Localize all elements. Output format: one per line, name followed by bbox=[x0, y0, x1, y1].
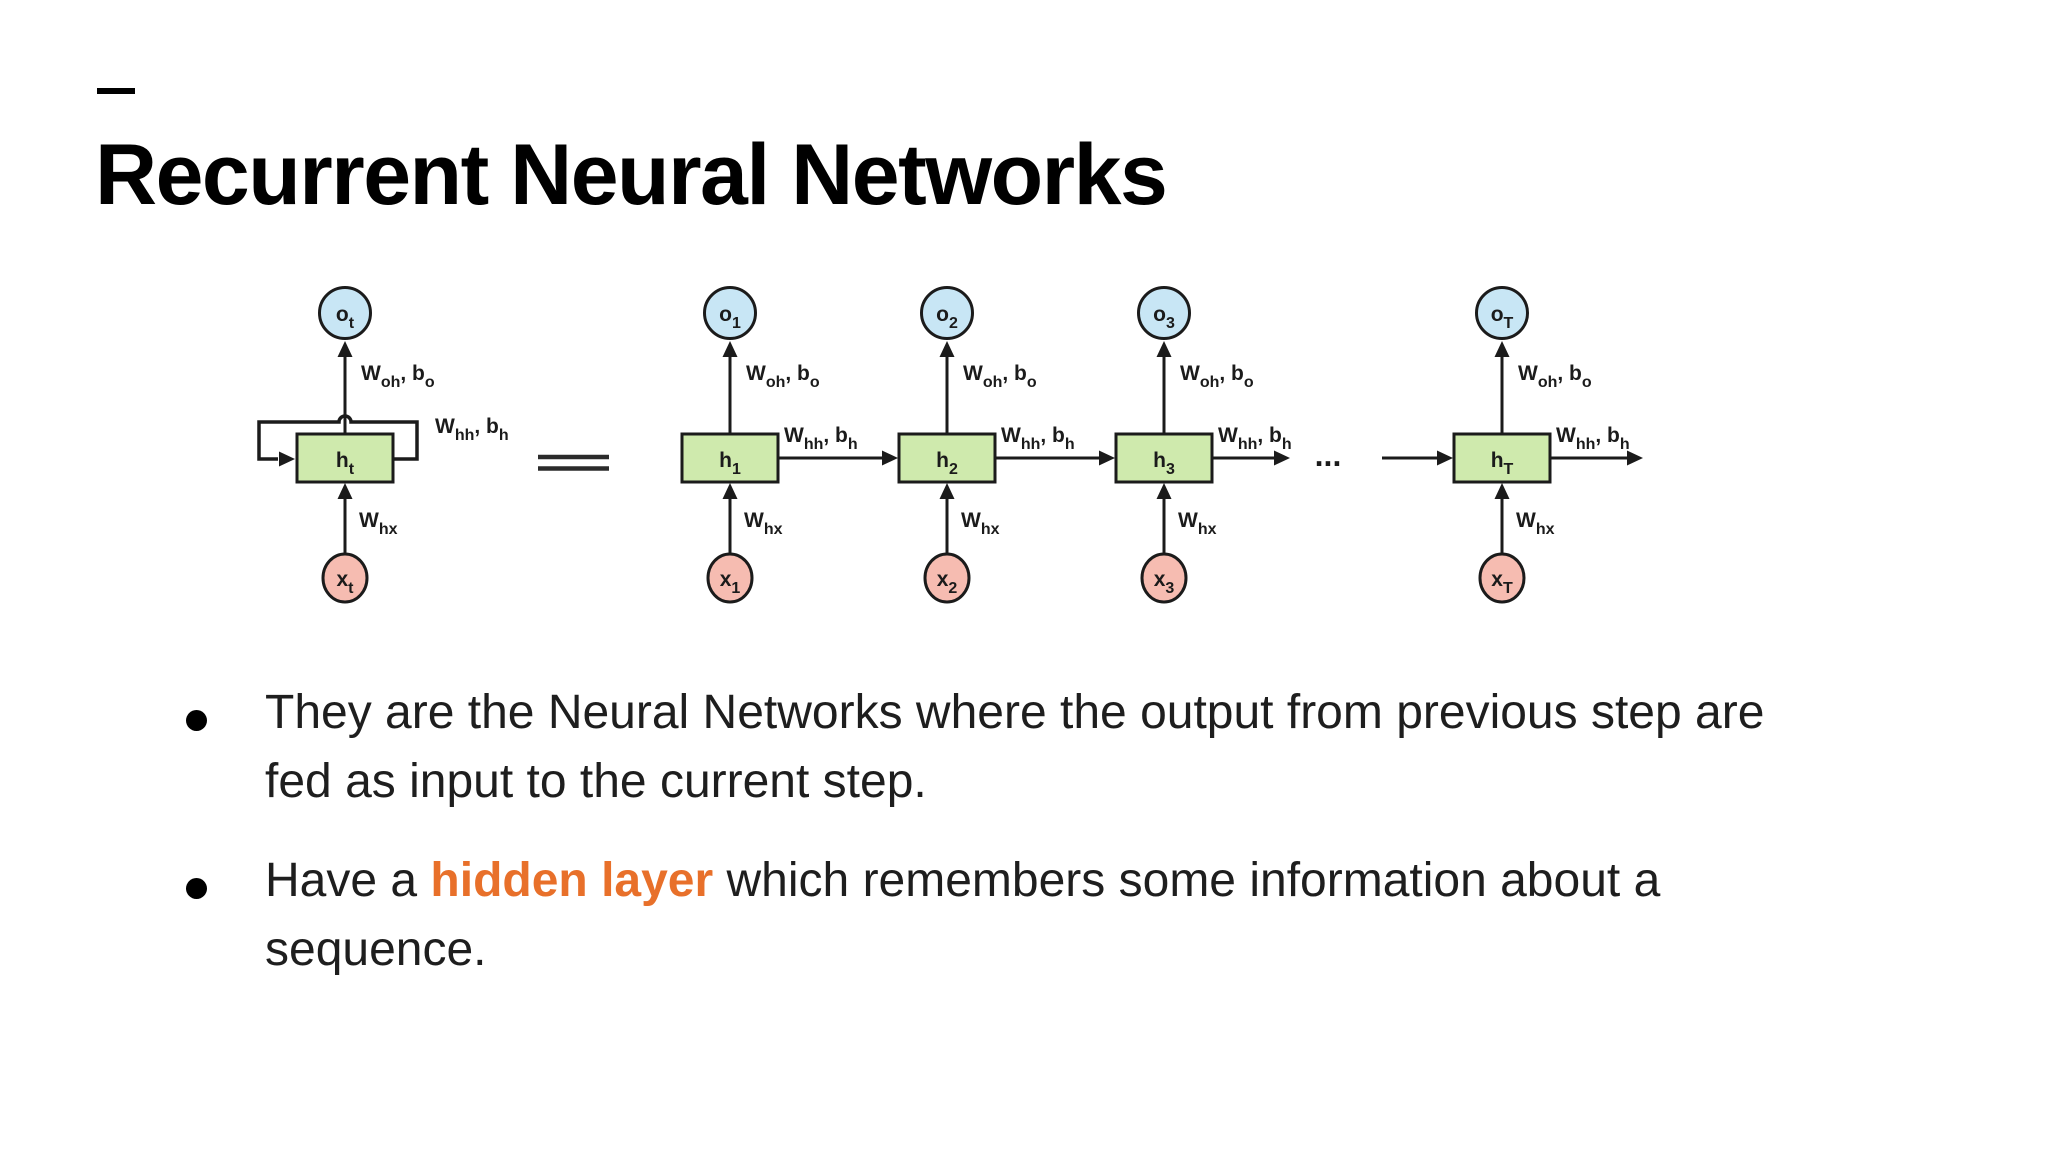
hidden-state-arrow bbox=[778, 450, 898, 466]
input-weights-label: Whx bbox=[961, 509, 1000, 538]
rnn-cell: Woh, bo oT Whh, bh hT Whx xT bbox=[1452, 286, 1630, 604]
output-node bbox=[1137, 286, 1191, 340]
hidden-node-label: h1 bbox=[719, 449, 741, 478]
hidden-node-label: ht bbox=[336, 449, 355, 478]
hidden-node-label: h2 bbox=[936, 449, 958, 478]
output-weights-label: Woh, bo bbox=[1180, 362, 1254, 391]
hidden-to-output-arrow bbox=[939, 341, 955, 434]
bullet-text: They are the Neural Networks where the o… bbox=[265, 678, 1805, 816]
input-node-label: x2 bbox=[937, 568, 958, 597]
output-weights-label: Woh, bo bbox=[361, 362, 435, 391]
output-node-label: oT bbox=[1491, 303, 1514, 332]
output-node bbox=[920, 286, 974, 340]
equals-sign bbox=[538, 454, 609, 471]
input-node-label: x1 bbox=[720, 568, 741, 597]
hidden-state-arrow bbox=[995, 450, 1115, 466]
output-node bbox=[318, 286, 372, 340]
list-item: They are the Neural Networks where the o… bbox=[186, 678, 1826, 816]
hidden-to-output-arrow bbox=[1494, 341, 1510, 434]
input-to-hidden-arrow bbox=[939, 483, 955, 555]
input-to-hidden-arrow bbox=[1494, 483, 1510, 555]
hidden-to-output-arrow bbox=[337, 341, 353, 434]
output-node-label: ot bbox=[336, 303, 355, 332]
output-node bbox=[703, 286, 757, 340]
recurrent-loop-arrowhead bbox=[279, 451, 295, 467]
input-to-hidden-arrow bbox=[722, 483, 738, 555]
output-weights-label: Woh, bo bbox=[963, 362, 1037, 391]
output-weights-label: Woh, bo bbox=[1518, 362, 1592, 391]
output-node-label: o3 bbox=[1153, 303, 1175, 332]
title-accent-dash bbox=[97, 88, 135, 94]
input-node-label: xt bbox=[336, 568, 354, 597]
highlight-text: hidden layer bbox=[430, 854, 714, 907]
input-weights-label: Whx bbox=[1178, 509, 1217, 538]
hidden-state-arrow bbox=[1212, 450, 1290, 466]
hidden-node bbox=[295, 432, 395, 484]
input-node bbox=[321, 552, 369, 604]
output-weights-label: Woh, bo bbox=[746, 362, 820, 391]
list-item: Have a hidden layer which remembers some… bbox=[186, 846, 1826, 984]
bullet-dot bbox=[186, 878, 207, 899]
recurrent-loop bbox=[257, 414, 419, 461]
hidden-state-arrow bbox=[1382, 450, 1453, 466]
hidden-node-label: h3 bbox=[1153, 449, 1175, 478]
hidden-weights-label: Whh, bh bbox=[784, 424, 858, 453]
input-node bbox=[706, 552, 754, 604]
hidden-to-output-arrow bbox=[722, 341, 738, 434]
input-node bbox=[1478, 552, 1526, 604]
input-node-label: xT bbox=[1491, 568, 1513, 597]
input-weights-label: Whx bbox=[1516, 509, 1555, 538]
bullet-text-segment: which remembers some information about a… bbox=[265, 854, 1661, 976]
input-to-hidden-arrow bbox=[337, 483, 353, 555]
page-title: Recurrent Neural Networks bbox=[95, 127, 1168, 223]
hidden-weights-label: Whh, bh bbox=[1001, 424, 1075, 453]
hidden-node bbox=[897, 432, 997, 484]
input-node bbox=[1140, 552, 1188, 604]
hidden-node bbox=[1452, 432, 1552, 484]
bullet-text: Have a hidden layer which remembers some… bbox=[265, 846, 1805, 984]
output-node bbox=[1475, 286, 1529, 340]
hidden-node bbox=[680, 432, 780, 484]
input-node-label: x3 bbox=[1154, 568, 1175, 597]
input-weights-label: Whx bbox=[744, 509, 783, 538]
hidden-weights-label: Whh, bh bbox=[1218, 424, 1292, 453]
output-node-label: o2 bbox=[936, 303, 958, 332]
hidden-to-output-arrow bbox=[1156, 341, 1172, 434]
bullet-text-segment: Have a bbox=[265, 854, 431, 907]
bullet-text-segment: They are the Neural Networks where the o… bbox=[265, 686, 1765, 808]
input-node bbox=[923, 552, 971, 604]
hidden-state-arrow bbox=[1550, 450, 1643, 466]
hidden-node-label: hT bbox=[1491, 449, 1514, 478]
hidden-weights-label: Whh, bh bbox=[435, 415, 509, 444]
hidden-node bbox=[1114, 432, 1214, 484]
input-to-hidden-arrow bbox=[1156, 483, 1172, 555]
hidden-weights-label: Whh, bh bbox=[1556, 424, 1630, 453]
output-node-label: o1 bbox=[719, 303, 741, 332]
bullet-dot bbox=[186, 710, 207, 731]
ellipsis: ... bbox=[1315, 437, 1342, 473]
input-weights-label: Whx bbox=[359, 509, 398, 538]
bullet-list: They are the Neural Networks where the o… bbox=[186, 678, 1826, 1014]
